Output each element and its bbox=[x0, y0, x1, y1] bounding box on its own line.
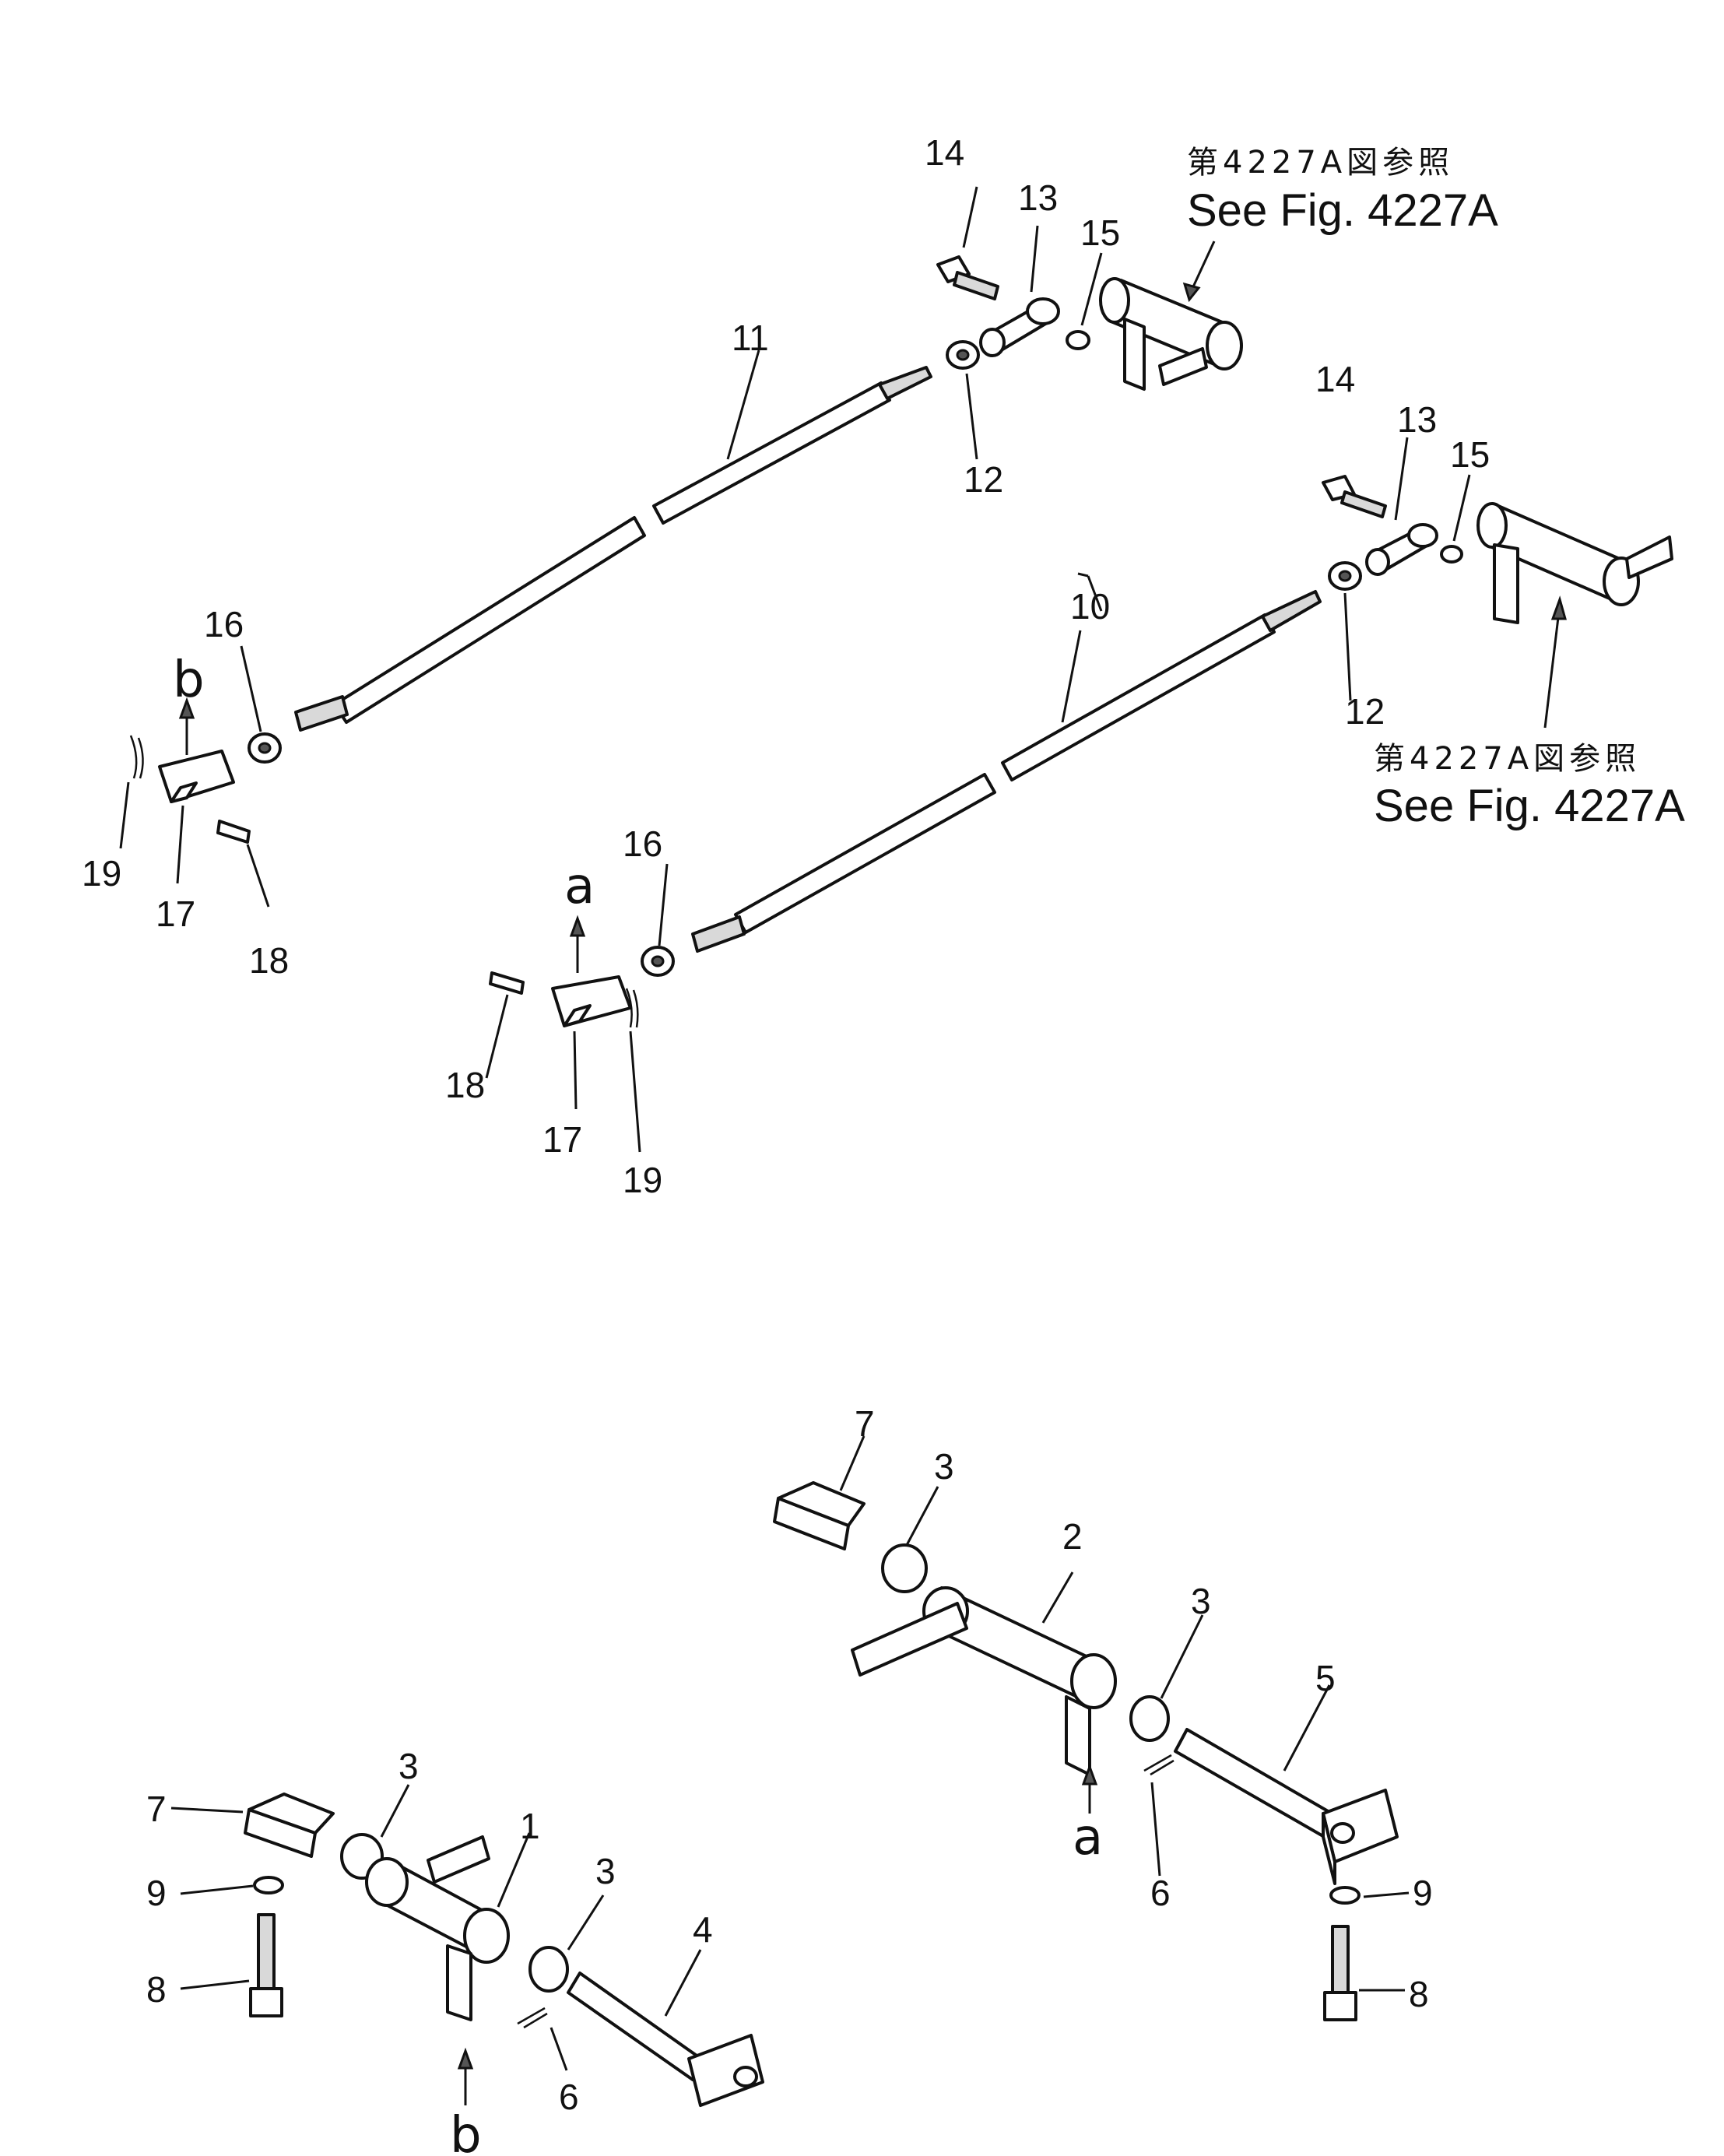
ref-upper-jp: 第4227A図参照 bbox=[1187, 145, 1454, 181]
label-10: 10 bbox=[1070, 586, 1110, 627]
label-6: 6 bbox=[559, 2077, 579, 2117]
figure-references: 第4227A図参照 See Fig. 4227A 第4227A図参照 See F… bbox=[1187, 145, 1685, 831]
label-18: 18 bbox=[249, 940, 289, 981]
label-8: 8 bbox=[146, 1969, 167, 2010]
label-15: 15 bbox=[1450, 434, 1490, 475]
label-2: 2 bbox=[1062, 1516, 1083, 1557]
label-16: 16 bbox=[623, 823, 662, 864]
ref-upper-en: See Fig. 4227A bbox=[1187, 185, 1498, 236]
rod-11-assembly bbox=[129, 255, 1243, 844]
label-7: 7 bbox=[146, 1789, 167, 1829]
label-5: 5 bbox=[1315, 1658, 1336, 1698]
label-3: 3 bbox=[1191, 1581, 1211, 1621]
ref-lower-en: See Fig. 4227A bbox=[1374, 781, 1685, 831]
label-4: 4 bbox=[693, 1909, 713, 1950]
connector-b: b bbox=[173, 651, 205, 709]
label-14: 14 bbox=[925, 132, 964, 173]
rod-10-assembly bbox=[489, 475, 1673, 1028]
connector-b: b bbox=[450, 2107, 482, 2156]
label-1: 1 bbox=[520, 1806, 540, 1846]
label-3: 3 bbox=[934, 1446, 954, 1487]
label-19: 19 bbox=[623, 1160, 662, 1200]
connector-letters: b a a b bbox=[173, 651, 1103, 2156]
label-13: 13 bbox=[1018, 177, 1058, 218]
label-12: 12 bbox=[1345, 691, 1385, 732]
label-9: 9 bbox=[146, 1873, 167, 1913]
label-3: 3 bbox=[595, 1851, 616, 1891]
label-9: 9 bbox=[1413, 1873, 1433, 1913]
ref-lower-jp: 第4227A図参照 bbox=[1374, 741, 1641, 777]
label-12: 12 bbox=[964, 459, 1003, 500]
part-labels: 14 13 15 11 12 14 13 15 10 12 16 19 17 1… bbox=[82, 132, 1490, 2117]
label-11: 11 bbox=[732, 318, 769, 358]
label-8: 8 bbox=[1409, 1974, 1429, 2014]
shaft-2-assembly bbox=[773, 1481, 1399, 2021]
connector-a: a bbox=[564, 858, 595, 915]
label-15: 15 bbox=[1080, 212, 1120, 253]
connector-a: a bbox=[1073, 1809, 1103, 1866]
label-19: 19 bbox=[82, 853, 121, 894]
label-3: 3 bbox=[399, 1746, 419, 1786]
label-17: 17 bbox=[542, 1119, 582, 1160]
label-7: 7 bbox=[855, 1403, 875, 1444]
label-13: 13 bbox=[1397, 399, 1437, 440]
shaft-1-assembly bbox=[244, 1793, 764, 2107]
label-17: 17 bbox=[156, 894, 195, 934]
leader-lines bbox=[119, 186, 1471, 2071]
arrows bbox=[178, 241, 1567, 2105]
label-6: 6 bbox=[1150, 1873, 1171, 1913]
label-16: 16 bbox=[204, 604, 244, 644]
label-14: 14 bbox=[1315, 359, 1355, 399]
label-18: 18 bbox=[445, 1065, 485, 1105]
